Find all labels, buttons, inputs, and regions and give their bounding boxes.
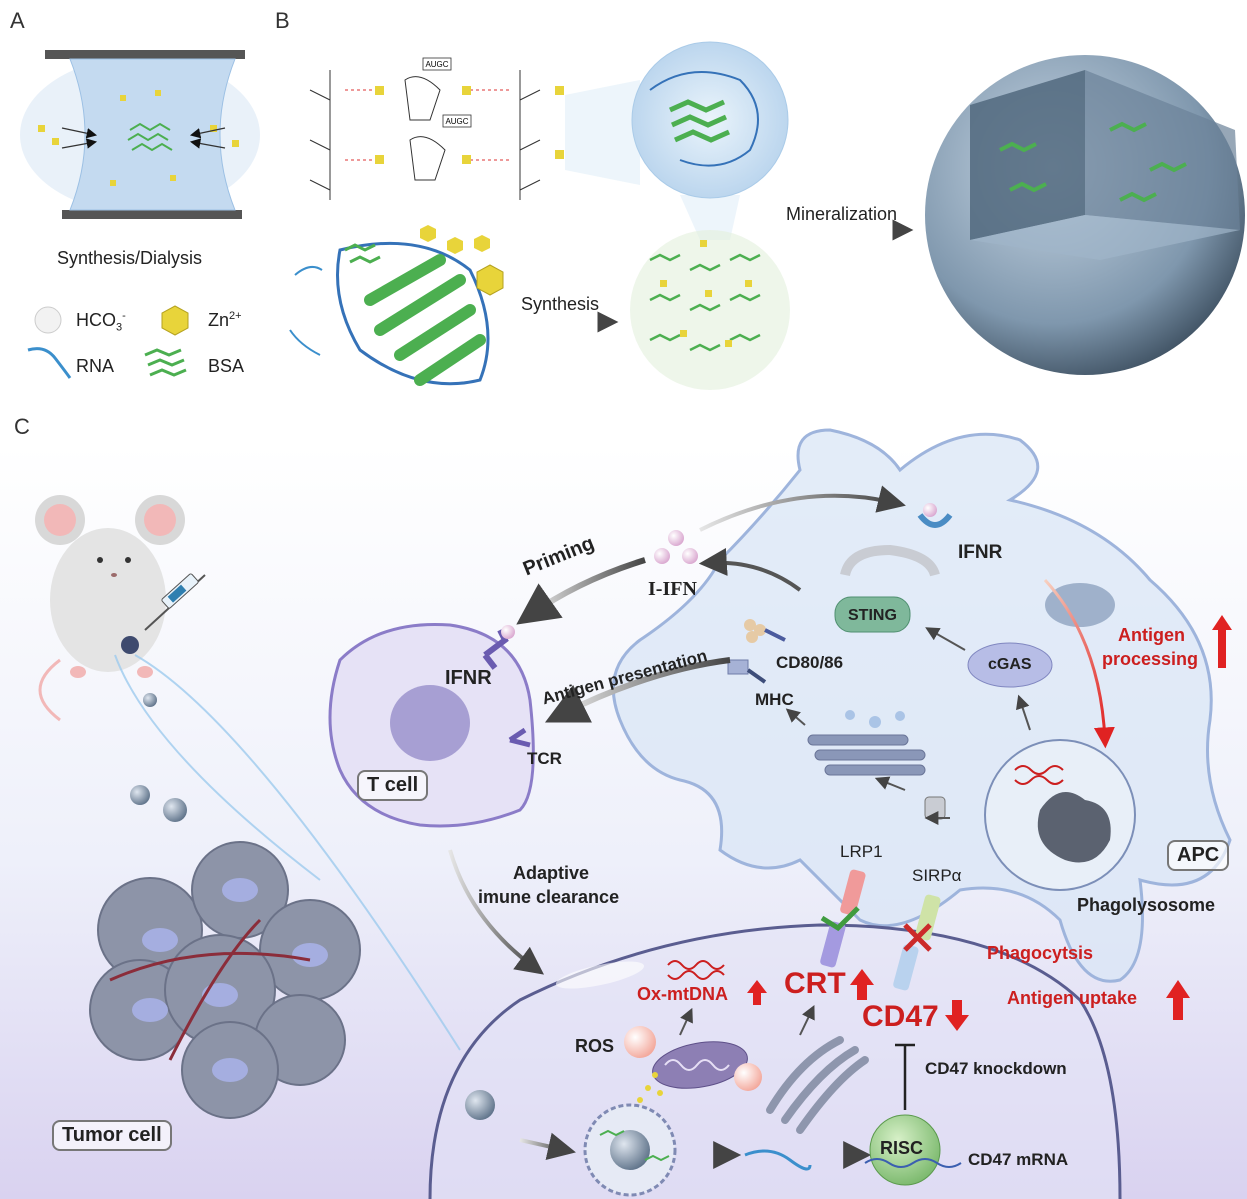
tumor-cell-label: Tumor cell xyxy=(52,1120,172,1151)
nanoparticle-cluster xyxy=(630,230,790,390)
sting-to-ifn-arrow xyxy=(698,548,802,592)
zinc-ion-markers xyxy=(375,86,564,164)
legend-bsa-label: BSA xyxy=(208,356,245,376)
endoplasmic-reticulum xyxy=(766,1036,869,1134)
proteasome-icon xyxy=(924,796,946,820)
cd80-86-label: CD80/86 xyxy=(776,653,844,672)
legend-hco3-label: HCO3- xyxy=(76,310,126,334)
apc-label: APC xyxy=(1167,840,1230,871)
priming-arrow xyxy=(516,557,646,625)
up-arrow-crt xyxy=(850,969,874,1000)
cd47-mrna-label: CD47 mRNA xyxy=(968,1150,1069,1169)
ifnr-apc-label: IFNR xyxy=(958,542,1003,563)
mitochondrion xyxy=(652,1041,748,1089)
mouse-illustration xyxy=(35,495,185,722)
mhc-icon xyxy=(727,659,767,684)
cgas-protein xyxy=(967,642,1053,688)
nucleotide-label-2: AUGC xyxy=(445,117,468,126)
legend-zinc-label: Zn2+ xyxy=(208,310,242,330)
tcr-label: TCR xyxy=(527,749,562,768)
risc-label: RISC xyxy=(880,1138,924,1158)
antigen-presentation-arrow xyxy=(544,657,731,723)
debris-icon xyxy=(1037,792,1111,863)
crt-label: CRT xyxy=(784,967,846,1000)
lrp1-receptor xyxy=(820,869,866,968)
ifnr-tcell-label: IFNR xyxy=(445,667,492,689)
sting-protein xyxy=(834,544,940,633)
apc-nucleus xyxy=(1045,583,1115,627)
mineralization-label: Mineralization xyxy=(786,204,898,224)
syringe-icon xyxy=(144,573,206,631)
blood-vessels xyxy=(109,918,311,1061)
i-ifn-label: I-IFN xyxy=(648,578,697,600)
antigen-uptake-label: Antigen uptake xyxy=(1007,988,1138,1008)
zoom-bubble xyxy=(565,41,789,240)
legend-bsa-icon xyxy=(144,348,187,377)
panel-label-c: C xyxy=(14,414,30,439)
t-cell-nucleus xyxy=(390,685,470,761)
up-arrow-antigen-uptake xyxy=(1166,980,1190,1020)
risc-complex xyxy=(869,1114,941,1186)
legend-hco3-icon xyxy=(34,306,62,334)
panel-label-b: B xyxy=(275,8,290,33)
t-cell-label: T cell xyxy=(357,770,429,801)
phagolysosome-label: Phagolysosome xyxy=(1077,895,1216,915)
antigen-processing-label-1: Antigen xyxy=(1118,625,1185,645)
adaptive-clearance-label-1: Adaptive xyxy=(513,863,590,883)
legend-rna-icon xyxy=(27,347,72,379)
synthesis-label: Synthesis xyxy=(521,294,600,314)
dna-icon xyxy=(1014,765,1064,785)
cd47-label: CD47 xyxy=(862,1000,939,1033)
tumor-membrane-highlight xyxy=(555,961,645,989)
mineralized-sphere xyxy=(925,55,1245,375)
legend-rna-label: RNA xyxy=(76,356,115,376)
up-arrow-antigen-processing xyxy=(1212,615,1232,668)
sirna-strand xyxy=(744,1149,812,1171)
zinc-dots xyxy=(637,1072,663,1103)
chemical-structure xyxy=(309,70,541,200)
ros-bubble-2 xyxy=(734,1063,762,1091)
cd80-86-icon xyxy=(744,619,786,643)
mhc-label: MHC xyxy=(755,690,794,709)
golgi-apparatus xyxy=(807,734,926,776)
adaptive-clearance-label-2: imune clearance xyxy=(478,887,620,907)
tumor-nuclei xyxy=(132,878,328,1082)
up-arrow-ox-mtdna xyxy=(747,980,767,1005)
adaptive-clearance-arrow xyxy=(448,849,545,975)
ifnr-apc-receptor xyxy=(917,503,953,528)
down-arrow-cd47 xyxy=(945,1000,969,1031)
ros-label: ROS xyxy=(575,1036,615,1056)
synthesis-dialysis-caption: Synthesis/Dialysis xyxy=(57,248,203,268)
legend-zinc-icon xyxy=(161,305,189,336)
sting-label: STING xyxy=(848,607,897,624)
phagocytsis-label: Phagocytsis xyxy=(987,943,1094,963)
nucleotide-label-1: AUGC xyxy=(425,60,448,69)
uptake-nanoparticle xyxy=(465,1090,495,1120)
circulating-nanoparticles xyxy=(114,654,461,1051)
sirpa-label: SIRPα xyxy=(912,866,962,885)
ros-bubble-1 xyxy=(624,1026,656,1058)
i-ifn-molecules xyxy=(654,530,698,564)
ox-mtdna-label: Ox-mtDNA xyxy=(637,984,729,1004)
nucleotide-box-2 xyxy=(442,114,472,128)
panel-label-a: A xyxy=(10,8,25,33)
tcr-receptor xyxy=(508,727,531,748)
cgas-label: cGAS xyxy=(988,656,1032,673)
nucleotide-box-1 xyxy=(422,57,452,71)
dialysis-device xyxy=(20,50,260,219)
cd47-knockdown-label: CD47 knockdown xyxy=(925,1059,1067,1078)
ifn-to-apc-arrow xyxy=(699,485,906,532)
antigen-processing-label-2: processing xyxy=(1102,649,1199,669)
endosome-with-nanoparticle xyxy=(583,1103,677,1197)
antigen-processing-arrow xyxy=(1043,578,1115,749)
ifnr-tcell-receptor xyxy=(482,625,515,670)
sirpa-cd47-receptor xyxy=(893,894,941,991)
ox-mtdna-dna-icon xyxy=(667,960,725,980)
cd47-mrna-strand xyxy=(864,1158,962,1168)
lrp1-label: LRP1 xyxy=(840,842,883,861)
bsa-protein-structure xyxy=(289,225,504,386)
vesicles xyxy=(845,710,905,728)
